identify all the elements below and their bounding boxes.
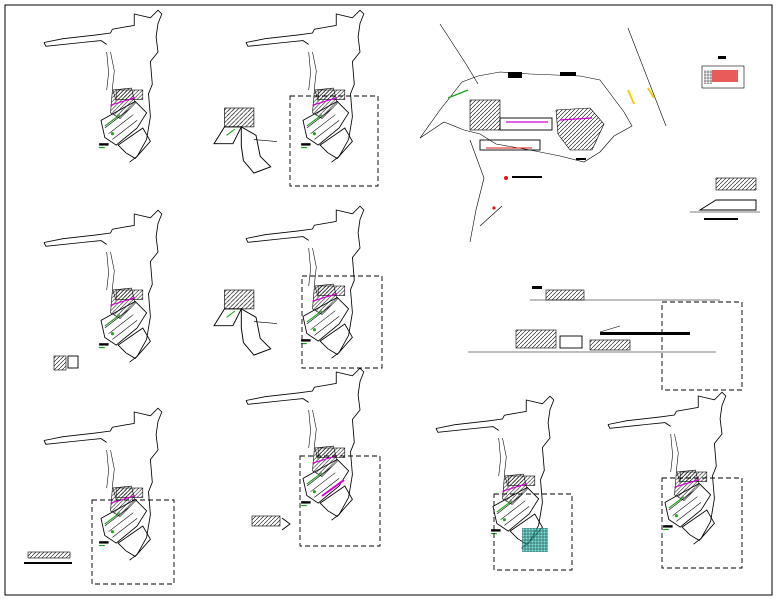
site-plan-r1c1	[43, 9, 163, 163]
master-site-plan	[419, 23, 667, 243]
site-plan-r1c3	[245, 9, 379, 187]
color-detail-top-right	[701, 56, 745, 89]
site-plan-r3c3	[435, 395, 573, 571]
section-detail-right	[690, 177, 760, 220]
detail-r1c2	[213, 107, 278, 174]
site-plan-r3c1	[24, 407, 175, 585]
elevation-drawing	[468, 286, 743, 391]
sheet-border	[4, 4, 773, 596]
detail-r2c2	[213, 289, 278, 356]
site-plan-r3c2	[245, 367, 381, 547]
site-plan-r2c3	[245, 205, 383, 369]
site-plan-r2c1	[43, 209, 163, 371]
site-plan-r3c4	[607, 391, 743, 569]
